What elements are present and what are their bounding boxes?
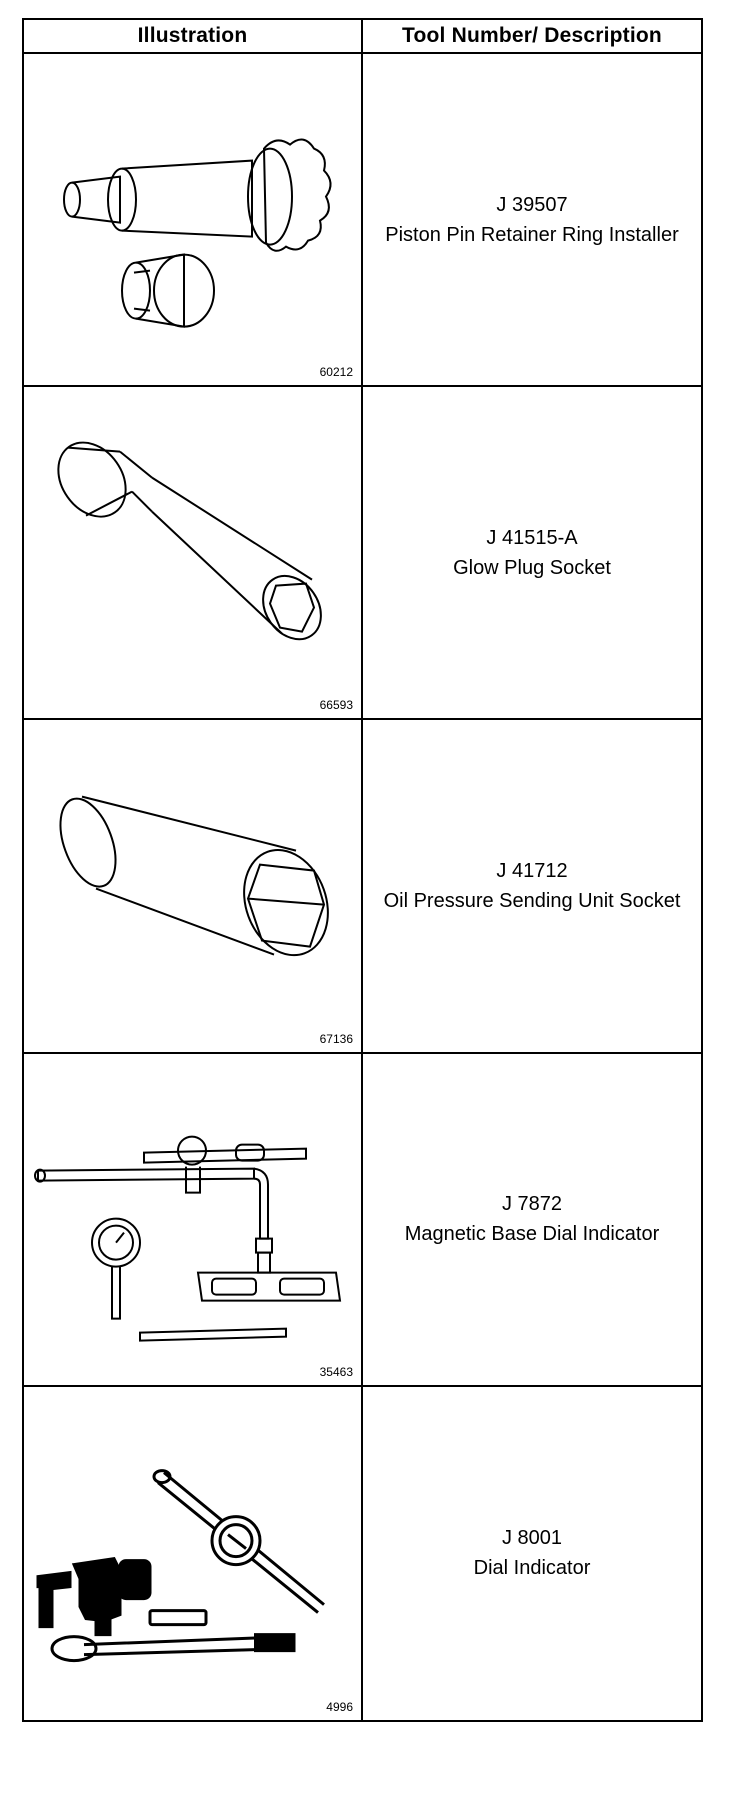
tool-desc-j7872: J 7872 Magnetic Base Dial Indicator <box>363 1054 701 1387</box>
piston-pin-installer-drawing <box>63 138 332 328</box>
tool-description: Dial Indicator <box>473 1557 591 1580</box>
tool-description: Magnetic Base Dial Indicator <box>404 1223 660 1246</box>
tool-number: J 41515-A <box>486 526 578 549</box>
figure-id: 67136 <box>319 1031 353 1046</box>
tool-description: Oil Pressure Sending Unit Socket <box>383 889 681 912</box>
magnetic-base-dial-indicator-drawing <box>34 1135 342 1342</box>
figure-id: 60212 <box>319 365 353 380</box>
tool-desc-j8001: J 8001 Dial Indicator <box>363 1387 701 1720</box>
tool-desc-j39507: J 39507 Piston Pin Retainer Ring Install… <box>363 54 701 388</box>
tool-desc-j41712: J 41712 Oil Pressure Sending Unit Socket <box>363 720 701 1054</box>
dial-indicator-drawing <box>36 1468 325 1662</box>
tool-number: J 8001 <box>501 1527 563 1550</box>
tool-number: J 7872 <box>501 1193 563 1216</box>
special-tools-table: Illustration Tool Number/ Description 60… <box>22 18 703 1722</box>
header-illustration: Illustration <box>24 20 363 54</box>
illustration-glow-plug-socket: 66593 <box>24 387 363 721</box>
tool-description: Glow Plug Socket <box>453 556 611 579</box>
illustration-dial-indicator: 4996 <box>24 1386 363 1720</box>
figure-id: 35463 <box>319 1364 353 1379</box>
glow-plug-socket-drawing <box>57 441 322 641</box>
illustration-oil-pressure-socket: 67136 <box>24 720 363 1054</box>
oil-pressure-socket-drawing <box>59 796 329 957</box>
figure-id: 4996 <box>326 1700 353 1714</box>
illustration-magnetic-base-dial-indicator: 35463 <box>24 1053 363 1387</box>
tool-desc-j41515a: J 41515-A Glow Plug Socket <box>363 387 701 721</box>
figure-id: 66593 <box>319 698 353 713</box>
tool-number: J 41712 <box>496 859 568 882</box>
illustration-piston-pin-installer: 60212 <box>24 54 363 388</box>
tool-number: J 39507 <box>496 193 568 216</box>
header-tool-description: Tool Number/ Description <box>363 20 701 54</box>
tool-description: Piston Pin Retainer Ring Installer <box>385 223 679 246</box>
